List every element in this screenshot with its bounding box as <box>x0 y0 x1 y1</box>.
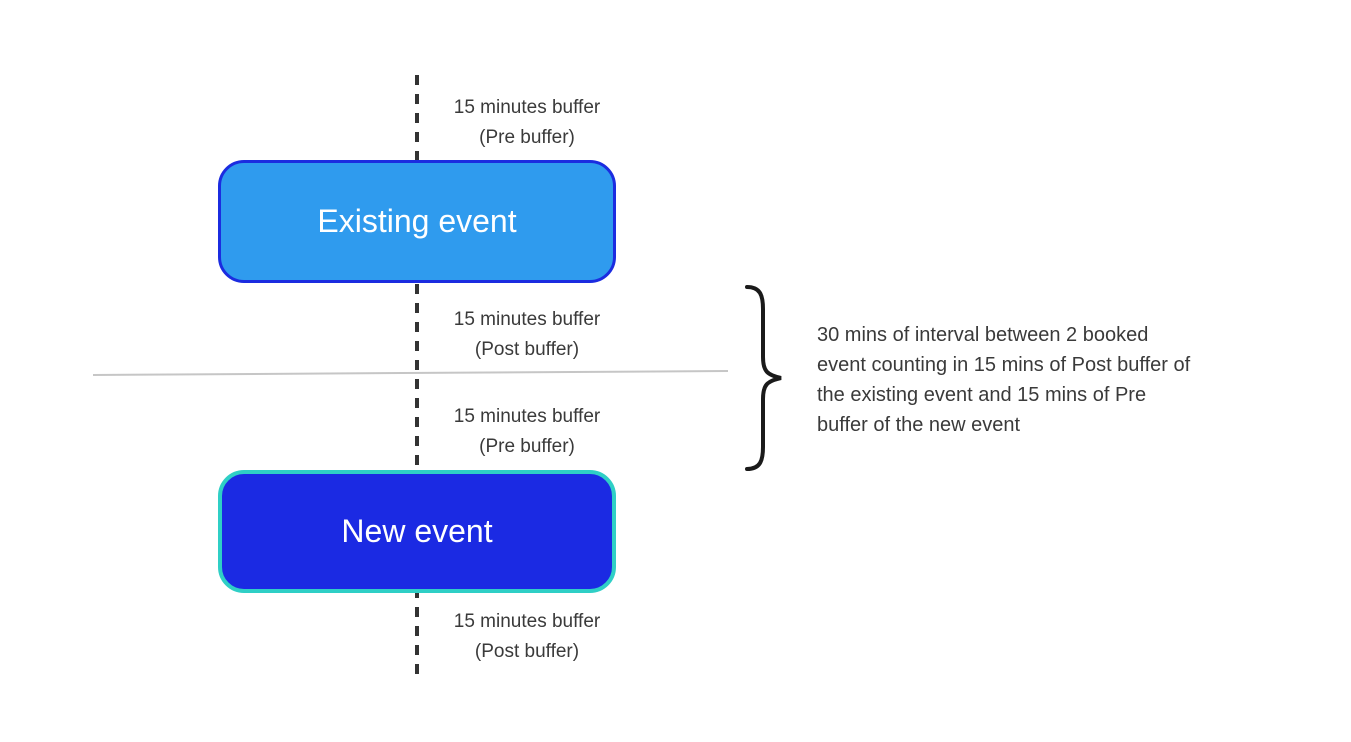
buffer-label-line1: 15 minutes buffer <box>453 97 601 118</box>
buffer-label-line1: 15 minutes buffer <box>453 611 601 632</box>
annotation-line: 30 mins of interval between 2 booked <box>817 324 1149 346</box>
separator-line <box>92 370 729 376</box>
buffer-label-line2: (Pre buffer) <box>479 127 575 148</box>
new-event-label: New event <box>341 513 493 549</box>
annotation-line: buffer of the new event <box>817 414 1021 436</box>
existing-event-box: Existing event <box>218 160 616 283</box>
buffer-label-line2: (Post buffer) <box>474 641 580 662</box>
post-buffer-label-existing: 15 minutes buffer (Post buffer) <box>436 305 618 365</box>
pre-buffer-label-top: 15 minutes buffer (Pre buffer) <box>436 93 618 153</box>
annotation-text: 30 mins of interval between 2 booked eve… <box>817 320 1257 440</box>
pre-buffer-label-new: 15 minutes buffer (Pre buffer) <box>436 402 618 462</box>
existing-event-label: Existing event <box>317 203 517 239</box>
timeline-dashed-line <box>415 75 419 676</box>
post-buffer-label-bottom: 15 minutes buffer (Post buffer) <box>436 607 618 667</box>
annotation-line: event counting in 15 mins of Post buffer… <box>817 354 1191 376</box>
buffer-label-line1: 15 minutes buffer <box>453 309 601 330</box>
new-event-box: New event <box>218 470 616 593</box>
buffer-label-line2: (Post buffer) <box>474 339 580 360</box>
curly-brace-icon <box>745 285 782 471</box>
buffer-label-line2: (Pre buffer) <box>479 436 575 457</box>
annotation-line: the existing event and 15 mins of Pre <box>817 384 1147 406</box>
buffer-label-line1: 15 minutes buffer <box>453 406 601 427</box>
